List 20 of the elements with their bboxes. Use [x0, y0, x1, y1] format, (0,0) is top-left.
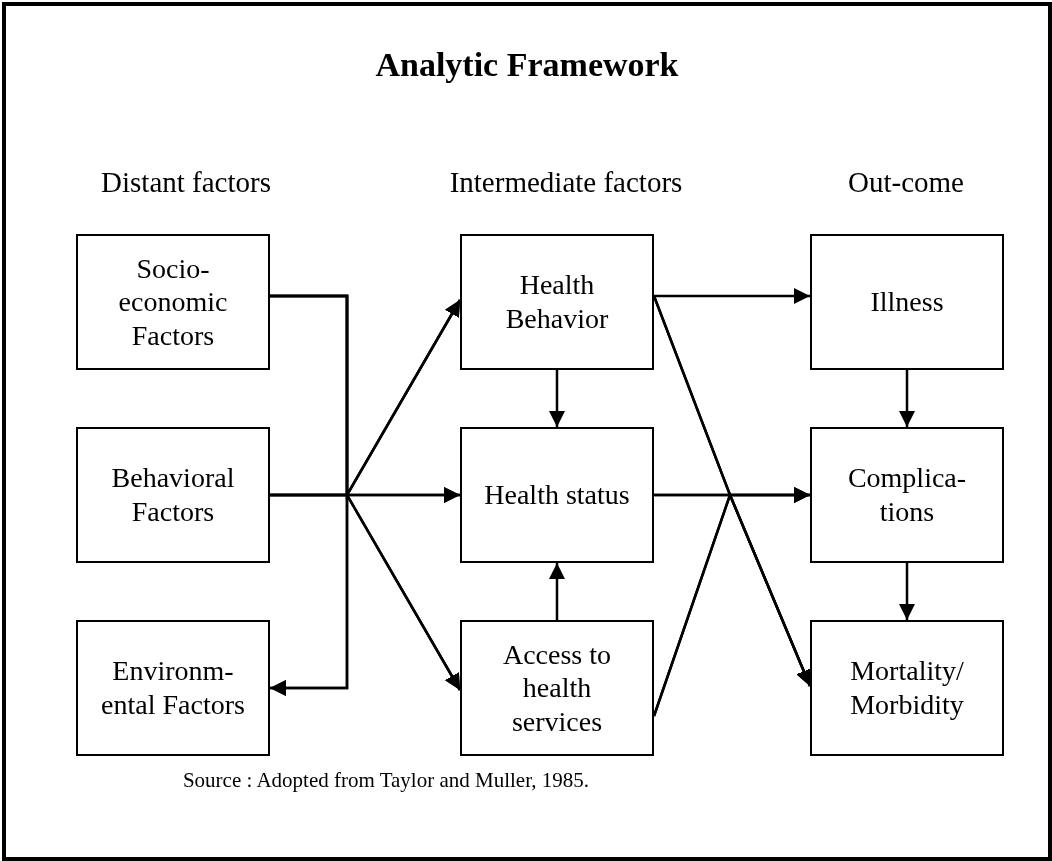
arrow	[270, 493, 349, 696]
arrow	[899, 370, 915, 427]
factor-box: Mortality/ Morbidity	[810, 620, 1004, 756]
arrow	[549, 370, 565, 427]
factor-box: Socio-economic Factors	[76, 234, 270, 370]
arrow	[654, 288, 810, 304]
factor-box: Environm-ental Factors	[76, 620, 270, 756]
factor-box: Complica-tions	[810, 427, 1004, 563]
source-caption: Source : Adopted from Taylor and Muller, 1985.	[182, 768, 590, 792]
arrow	[549, 563, 565, 620]
factor-box: Behavioral Factors	[76, 427, 270, 563]
column-heading: Out-come	[848, 166, 964, 199]
arrow	[899, 563, 915, 620]
column-heading: Intermediate factors	[449, 166, 683, 199]
column-heading: Distant factors	[101, 166, 271, 199]
factor-box: Access to health services	[460, 620, 654, 756]
factor-box: Illness	[810, 234, 1004, 370]
factor-box: Health status	[460, 427, 654, 563]
diagram-title: Analytic Framework	[375, 46, 679, 83]
factor-box: Health Behavior	[460, 234, 654, 370]
